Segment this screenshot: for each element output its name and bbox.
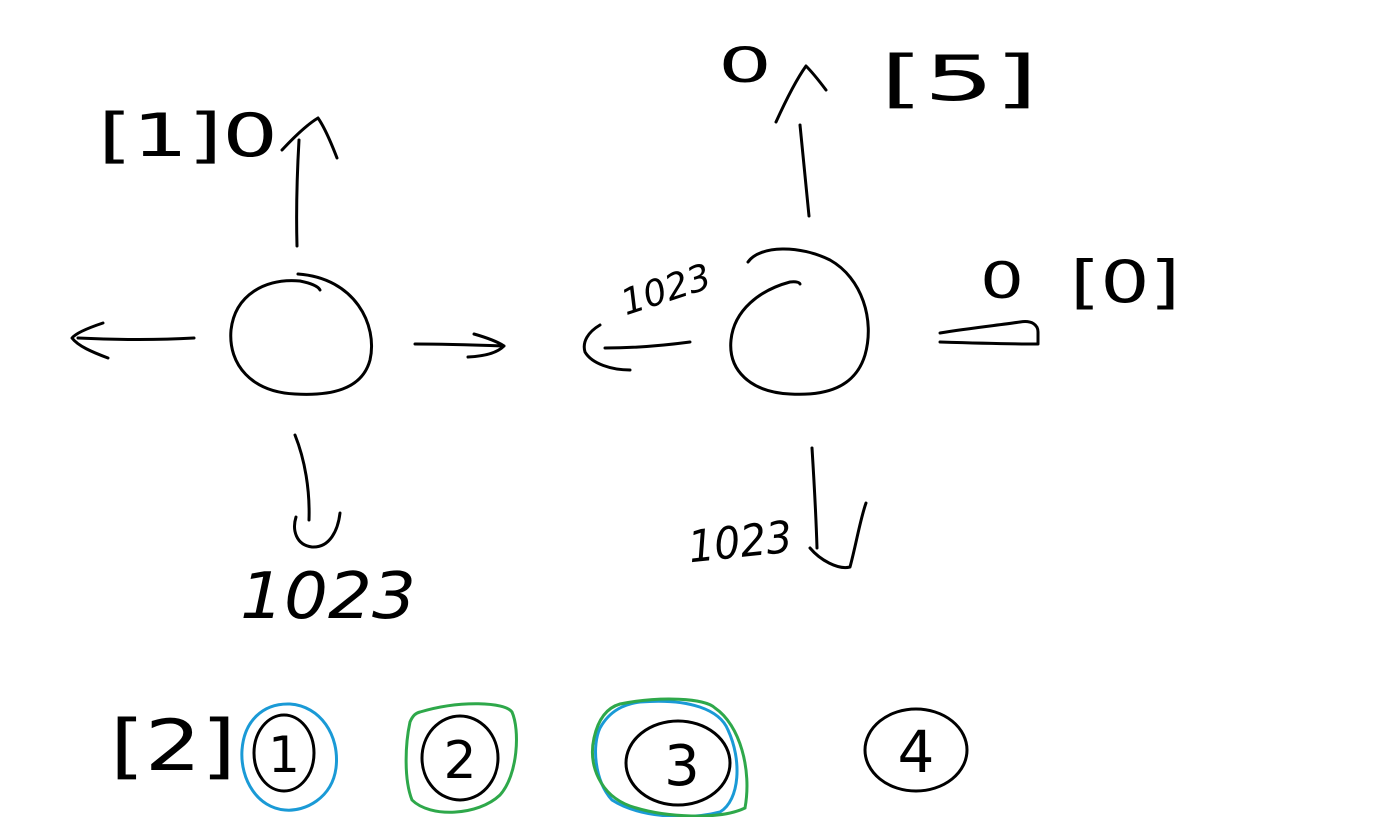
right-node-up-bracket: [5]	[880, 42, 1038, 115]
legend-circle-4: 4	[863, 707, 969, 793]
legend-circle-1-ring	[252, 713, 316, 793]
legend-circle-2-label: 2	[443, 731, 476, 791]
legend-circle-3-label: 3	[664, 734, 700, 799]
legend-circle-1: 1	[240, 702, 338, 812]
right-node-right-arrow	[938, 320, 1040, 346]
legend-circle-2-green-highlight	[404, 702, 518, 814]
left-node-right-arrow	[413, 332, 506, 359]
legend-circle-1-blue-highlight	[240, 702, 338, 812]
left-node-group: [1]0 1023	[70, 101, 506, 634]
legend-circle-3-green-highlight	[591, 697, 749, 817]
right-node-group: 0 [5] 1023 0 [0] 1023	[582, 38, 1180, 574]
legend-circle-2-ring	[420, 714, 500, 802]
right-node-left-arrow	[582, 323, 692, 372]
legend-row: [2] 1 2 3 4	[110, 697, 969, 817]
right-node-right-bracket: [0]	[1070, 248, 1180, 316]
left-node-down-label: 1023	[240, 560, 416, 634]
left-node-up-arrow	[280, 116, 339, 248]
left-node-circle	[229, 272, 373, 396]
legend-circle-3: 3	[591, 697, 749, 817]
left-node-up-label: [1]0	[98, 101, 278, 171]
legend-circle-2: 2	[404, 702, 518, 814]
legend-circle-1-label: 1	[268, 726, 300, 784]
right-node-left-value: 1023	[616, 256, 716, 323]
right-node-down-value: 1023	[686, 512, 795, 574]
right-node-up-value: 0	[718, 38, 772, 94]
legend-circle-4-ring	[863, 707, 969, 793]
legend-circle-3-ring	[624, 719, 732, 807]
right-node-right-value: 0	[980, 252, 1024, 310]
left-node-down-arrow	[293, 433, 342, 549]
right-node-up-arrow	[774, 64, 828, 218]
legend-circle-4-label: 4	[898, 718, 935, 786]
right-node-down-arrow	[808, 446, 868, 570]
legend-bracket-label: [2]	[110, 705, 236, 787]
left-node-left-arrow	[70, 321, 196, 360]
right-node-circle	[729, 247, 870, 396]
